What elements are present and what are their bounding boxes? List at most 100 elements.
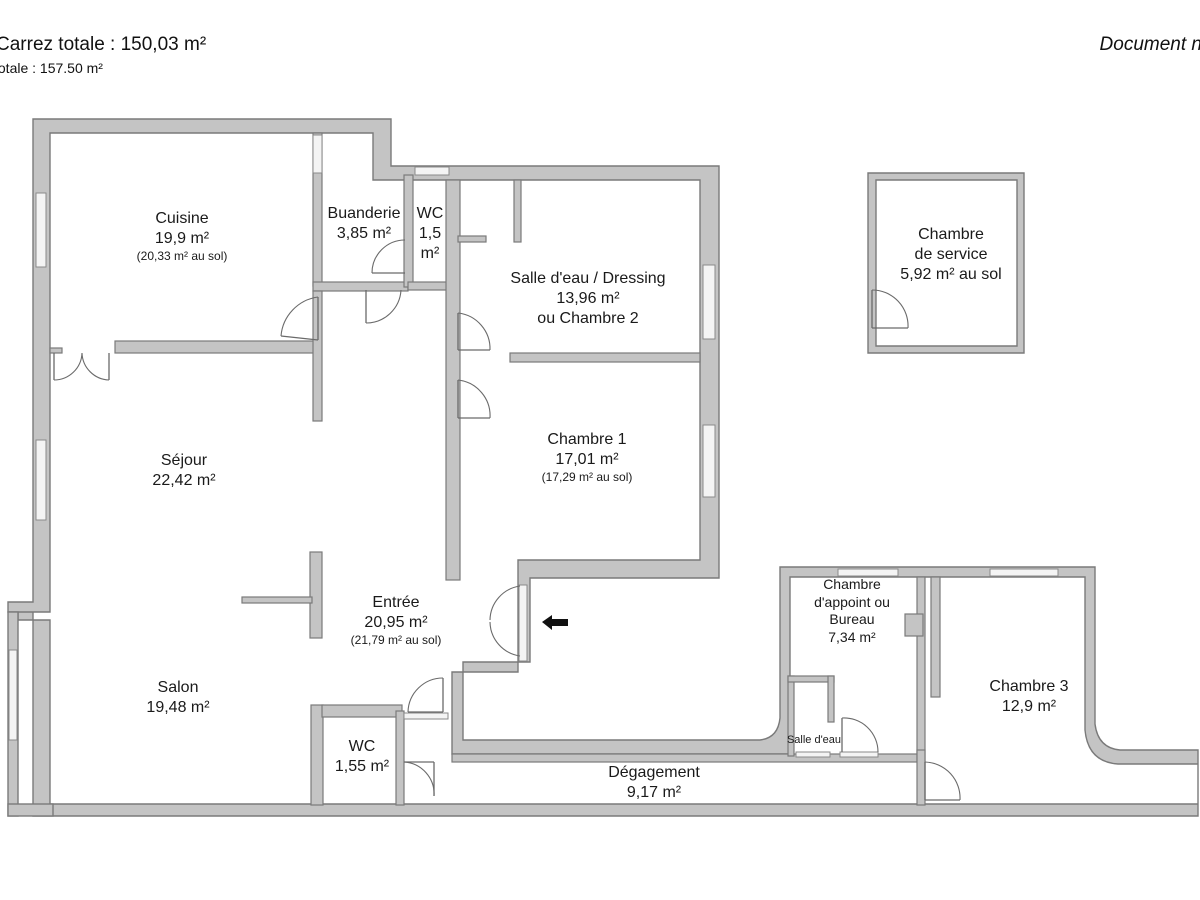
window-salle-eau bbox=[702, 264, 716, 340]
room-name: Cuisine bbox=[155, 210, 209, 227]
window-appoint bbox=[837, 568, 899, 577]
door-buanderie bbox=[371, 239, 406, 274]
door-entrance bbox=[489, 585, 521, 657]
door-chambre3 bbox=[924, 761, 961, 801]
room-chambre3: Chambre 3 12,9 m² bbox=[989, 677, 1068, 717]
room-sejour: Séjour 22,42 m² bbox=[152, 451, 215, 491]
room-area: 17,01 m² bbox=[555, 451, 619, 468]
window-salon-west bbox=[8, 649, 18, 741]
room-wc1: WC 1,5 m² bbox=[417, 204, 444, 264]
kitchen-south-wall bbox=[114, 340, 322, 354]
room-name: Entrée bbox=[372, 594, 420, 611]
room-name: WC bbox=[348, 738, 376, 755]
window-bath-bottom-2 bbox=[839, 751, 879, 758]
room-area: 1,5 bbox=[418, 225, 442, 242]
room-entree: Entrée 20,95 m² (21,79 m² au sol) bbox=[351, 593, 442, 648]
entree-pillar bbox=[309, 551, 323, 639]
room-service: Chambre de service 5,92 m² au sol bbox=[900, 225, 1001, 285]
room-name: Salle d'eau / Dressing bbox=[510, 270, 666, 287]
room-name: Dégagement bbox=[608, 764, 700, 781]
room-area: 7,34 m² bbox=[828, 628, 876, 645]
kitchen-south-wall-west bbox=[49, 347, 63, 354]
room-area: 20,95 m² bbox=[364, 614, 428, 631]
door-chambre1 bbox=[457, 379, 491, 419]
salle-eau-stub-2 bbox=[457, 235, 487, 243]
room-floor-area: (21,79 m² au sol) bbox=[350, 633, 442, 647]
window-bath-bottom-1 bbox=[795, 751, 831, 758]
room-salle-eau: Salle d'eau / Dressing 13,96 m² ou Chamb… bbox=[510, 269, 665, 329]
door-small-bath bbox=[841, 717, 879, 753]
room-name-cont: d'appoint ou bbox=[814, 593, 890, 610]
window-kitchen-east bbox=[312, 134, 323, 174]
room-cuisine: Cuisine 19,9 m² (20,33 m² au sol) bbox=[137, 209, 228, 264]
door-kitchen bbox=[280, 296, 319, 341]
window-degagement bbox=[403, 712, 449, 720]
room-name: WC bbox=[416, 205, 444, 222]
room-area: 22,42 m² bbox=[152, 472, 216, 489]
room-area: 5,92 m² au sol bbox=[900, 266, 1002, 283]
window-kitchen-west bbox=[35, 192, 47, 268]
door-kitchen-sejour bbox=[53, 352, 110, 381]
small-bath-east-wall bbox=[827, 675, 835, 723]
window-chambre3 bbox=[989, 568, 1059, 577]
buanderie-south-wall bbox=[312, 281, 409, 292]
room-name-cont: de service bbox=[914, 246, 988, 263]
room-area: 3,85 m² bbox=[336, 225, 392, 242]
window-sejour-west bbox=[35, 439, 47, 521]
room-area: 13,96 m² bbox=[556, 290, 620, 307]
chambre3-west-wall bbox=[930, 576, 941, 698]
room-wc2: WC 1,55 m² bbox=[335, 737, 389, 777]
wc-south-wall bbox=[407, 281, 451, 291]
west-wall-bottom bbox=[7, 803, 54, 817]
buanderie-wc-wall bbox=[403, 174, 414, 288]
room-name: Chambre bbox=[823, 576, 881, 592]
room-name: Salle d'eau bbox=[786, 734, 842, 746]
room-name-cont-2: Bureau bbox=[829, 611, 875, 627]
room-degagement: Dégagement 9,17 m² bbox=[608, 763, 700, 803]
room-name: Chambre bbox=[918, 226, 984, 243]
wc2-east-wall bbox=[395, 710, 405, 806]
salon-divider bbox=[241, 596, 313, 604]
door-service bbox=[871, 289, 909, 329]
room-area: 19,9 m² bbox=[154, 230, 210, 247]
small-bath-north-wall bbox=[787, 675, 835, 683]
window-entree-door bbox=[518, 584, 528, 662]
door-wc2 bbox=[403, 761, 435, 797]
total-carrez-area: Carrez totale : 150,03 m² bbox=[0, 34, 207, 55]
room-area: 19,48 m² bbox=[146, 699, 210, 716]
wc2-north-wall bbox=[321, 704, 403, 718]
chambre3-niche bbox=[904, 613, 924, 637]
room-name: Buanderie bbox=[327, 205, 401, 222]
room-name: Chambre 3 bbox=[989, 678, 1069, 695]
room-chambre1: Chambre 1 17,01 m² (17,29 m² au sol) bbox=[542, 430, 633, 485]
chambre3-door-wall bbox=[916, 749, 926, 806]
document-reference: Document n bbox=[1099, 34, 1200, 55]
room-buanderie: Buanderie 3,85 m² bbox=[328, 204, 401, 244]
room-name: Chambre 1 bbox=[547, 431, 627, 448]
room-area: 9,17 m² bbox=[626, 784, 682, 801]
door-salle-eau bbox=[457, 312, 491, 351]
room-salle-eau-2: Salle d'eau bbox=[787, 734, 841, 748]
total-area: totale : 157.50 m² bbox=[0, 60, 103, 76]
room-name: Séjour bbox=[160, 452, 208, 469]
door-corridor bbox=[365, 289, 402, 324]
window-wc-top bbox=[414, 166, 450, 176]
room-area: 12,9 m² bbox=[1001, 698, 1057, 715]
bedroom-divider bbox=[509, 352, 701, 363]
sejour-east-wall-upper bbox=[312, 290, 323, 422]
door-degagement bbox=[407, 677, 444, 713]
salle-eau-stub bbox=[513, 179, 522, 243]
room-alternative-use: ou Chambre 2 bbox=[537, 310, 639, 327]
room-floor-area: (17,29 m² au sol) bbox=[541, 470, 633, 484]
room-area: 1,55 m² bbox=[334, 758, 390, 775]
entrance-arrow-icon bbox=[542, 615, 568, 630]
room-name: Salon bbox=[157, 679, 199, 696]
room-area-unit: m² bbox=[420, 245, 440, 262]
appoint-east-wall bbox=[916, 576, 926, 763]
window-chambre1 bbox=[702, 424, 716, 498]
salon-east-wall bbox=[310, 704, 324, 806]
room-appoint: Chambre d'appoint ou Bureau 7,34 m² bbox=[814, 576, 890, 646]
room-salon: Salon 19,48 m² bbox=[146, 678, 209, 718]
room-floor-area: (20,33 m² au sol) bbox=[136, 249, 228, 263]
